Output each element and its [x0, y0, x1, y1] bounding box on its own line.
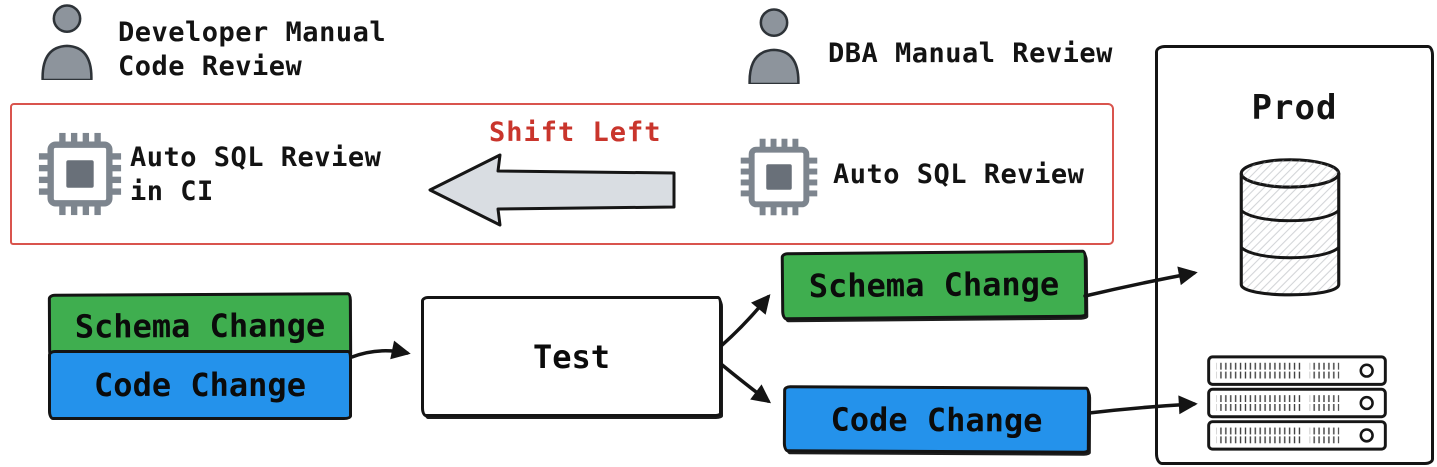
code-change-box-left: Code Change: [48, 350, 352, 420]
database-icon: [1239, 158, 1341, 297]
arrow-test-to-schema-change: [719, 294, 771, 348]
developer-review-label: Developer Manual Code Review: [118, 17, 387, 83]
server-unit: [1207, 387, 1387, 419]
arrow-test-to-code-change: [719, 362, 772, 404]
auto-sql-chip-icon: [740, 138, 818, 216]
shift-left-review-band: [10, 103, 1114, 245]
auto-sql-ci-label: Auto SQL Review in CI: [130, 142, 382, 208]
shift-left-arrow-shape: [428, 153, 676, 227]
developer-person-icon: [41, 4, 93, 80]
code-change-box-right: Code Change: [782, 385, 1091, 454]
test-box: Test: [421, 296, 722, 417]
dba-review-label: DBA Manual Review: [828, 38, 1113, 69]
auto-sql-ci-chip-icon: [38, 132, 122, 216]
shift-left-title: Shift Left: [489, 117, 662, 148]
server-stack-icon: [1207, 355, 1387, 451]
server-unit: [1207, 420, 1387, 451]
shift-left-arrow-icon: [428, 153, 676, 227]
dba-person-icon: [748, 8, 800, 84]
arrow-changes-to-test: [350, 340, 411, 360]
server-unit: [1207, 355, 1387, 386]
schema-change-box-right: Schema Change: [780, 249, 1088, 321]
prod-container: Prod: [1155, 45, 1434, 465]
auto-sql-label: Auto SQL Review: [833, 159, 1085, 190]
prod-title: Prod: [1251, 88, 1338, 128]
